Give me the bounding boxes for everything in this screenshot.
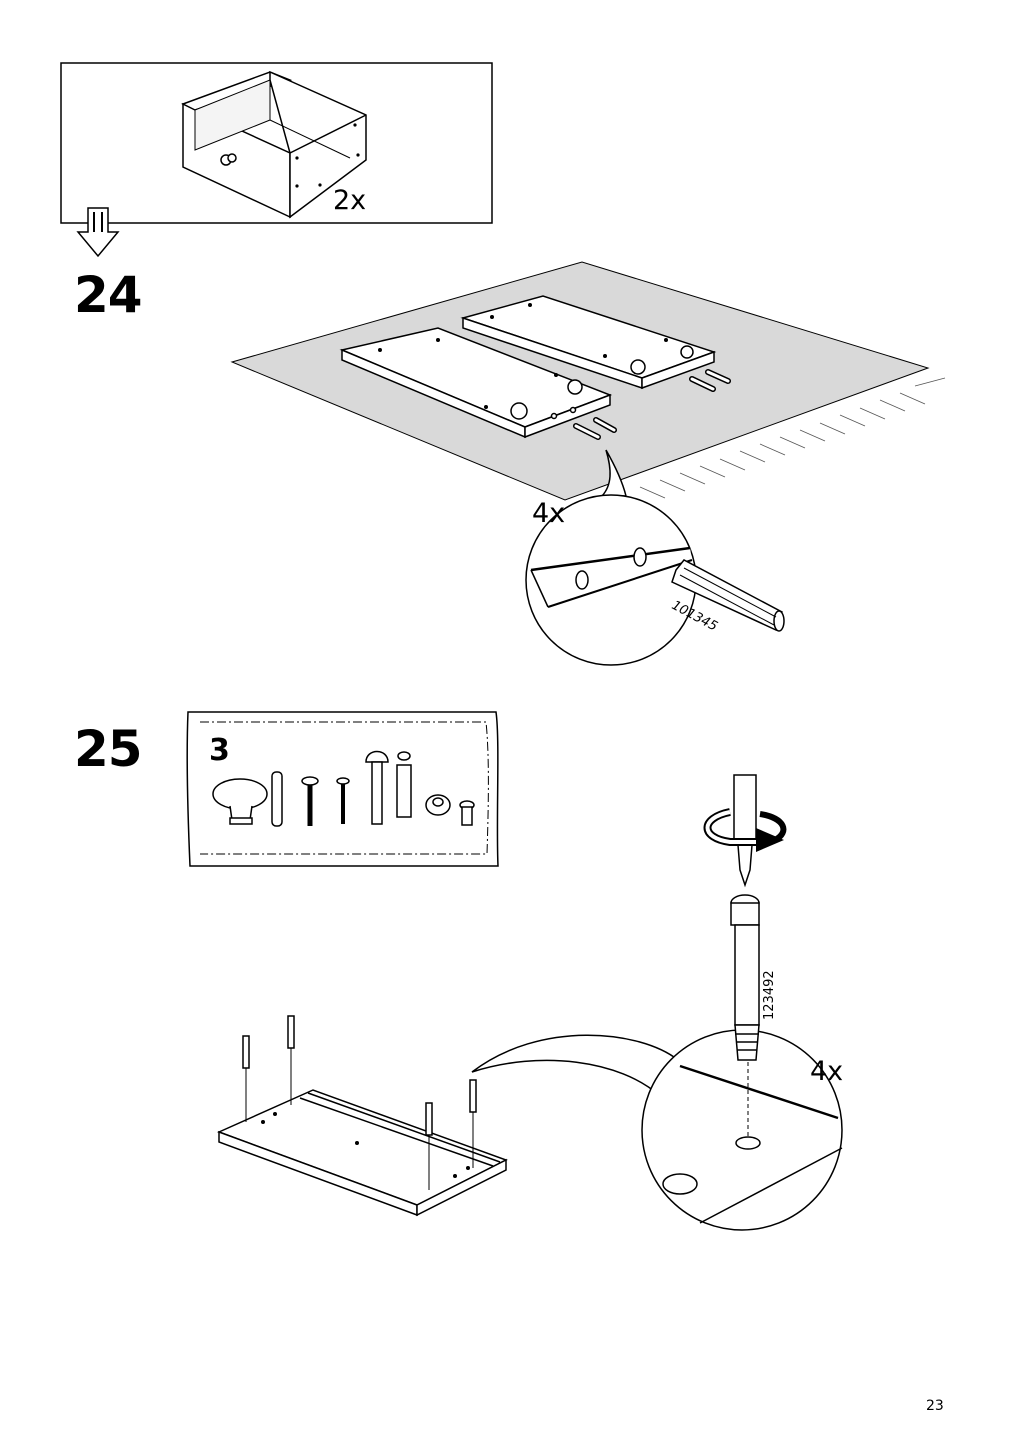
hardware-bag-number: 3 xyxy=(209,733,230,768)
insert-part xyxy=(459,800,475,826)
hardware-bag xyxy=(186,711,499,867)
dowel-part-101345 xyxy=(671,559,785,632)
short-screw-part xyxy=(336,777,350,824)
bolt-part xyxy=(365,750,389,825)
step-25-number: 25 xyxy=(74,720,143,778)
previous-step-quantity: 2x xyxy=(333,185,367,216)
step-24-number: 24 xyxy=(74,266,143,324)
screw-part xyxy=(301,776,319,826)
dowel-detail-callout xyxy=(525,449,785,666)
dowels xyxy=(573,369,731,440)
step-25-part-number: 123492 xyxy=(762,970,777,1020)
cam-bolt-detail-callout xyxy=(471,1029,843,1231)
dowel-part xyxy=(271,771,283,827)
step-25-detail-quantity: 4x xyxy=(810,1056,844,1087)
knob-part xyxy=(212,778,268,825)
panel-left xyxy=(339,327,613,439)
cam-lock-part xyxy=(425,794,451,816)
flow-arrow-down-icon xyxy=(76,207,120,258)
screwdriver-tool xyxy=(733,774,757,888)
rug xyxy=(230,261,946,501)
page-number: 23 xyxy=(926,1398,944,1414)
cam-bolts-inserting xyxy=(242,1015,477,1190)
side-board xyxy=(217,1089,508,1217)
previous-step-box xyxy=(60,62,493,224)
panel-right xyxy=(460,295,717,390)
cam-bolt-part-123492 xyxy=(730,894,760,1061)
rotate-clockwise-icon xyxy=(703,808,787,852)
cam-bolt-part xyxy=(396,751,412,818)
drawer-illustration xyxy=(181,70,367,219)
step-24-detail-quantity: 4x xyxy=(532,498,566,529)
